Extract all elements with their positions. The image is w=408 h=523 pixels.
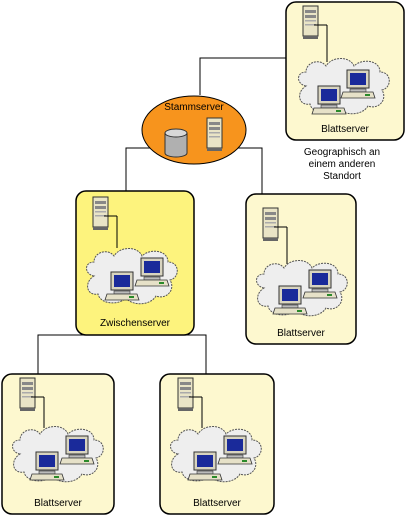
svg-text:Standort: Standort (323, 171, 361, 182)
server-icon (92, 196, 109, 231)
leaf-label: Blattserver (34, 498, 82, 509)
cloud-icon (256, 260, 348, 317)
leaf-server-right: Blattserver (245, 193, 357, 345)
leaf-label: Blattserver (193, 498, 241, 509)
connector-intermediate-to-bottom-left (37, 334, 104, 374)
location-note: Geographisch an einem anderen Standort (304, 147, 380, 182)
server-icon (206, 117, 223, 152)
intermediate-server: Zwischenserver (75, 190, 195, 336)
server-icon (302, 5, 319, 40)
server-icon (19, 377, 36, 412)
server-icon (262, 207, 279, 242)
leaf-label: Blattserver (321, 124, 369, 135)
leaf-server-bottom-left: Blattserver (1, 373, 115, 515)
leaf-server-remote: Blattserver (285, 1, 405, 141)
leaf-server-bottom-right: Blattserver (159, 373, 275, 515)
cloud-icon (298, 58, 390, 115)
leaf-label: Blattserver (277, 328, 325, 339)
connector-root-to-intermediate (125, 147, 150, 191)
database-icon (164, 128, 188, 158)
svg-text:Geographisch an: Geographisch an (304, 147, 380, 158)
connector-root-to-right-leaf (236, 147, 263, 194)
connector-root-to-remote-leaf (199, 57, 286, 95)
connector-intermediate-to-bottom-right (160, 334, 207, 374)
server-icon (177, 377, 194, 412)
svg-text:einem anderen: einem anderen (309, 159, 376, 170)
intermediate-label: Zwischenserver (100, 318, 171, 329)
root-server: Stammserver (141, 95, 247, 165)
root-label: Stammserver (164, 102, 224, 113)
